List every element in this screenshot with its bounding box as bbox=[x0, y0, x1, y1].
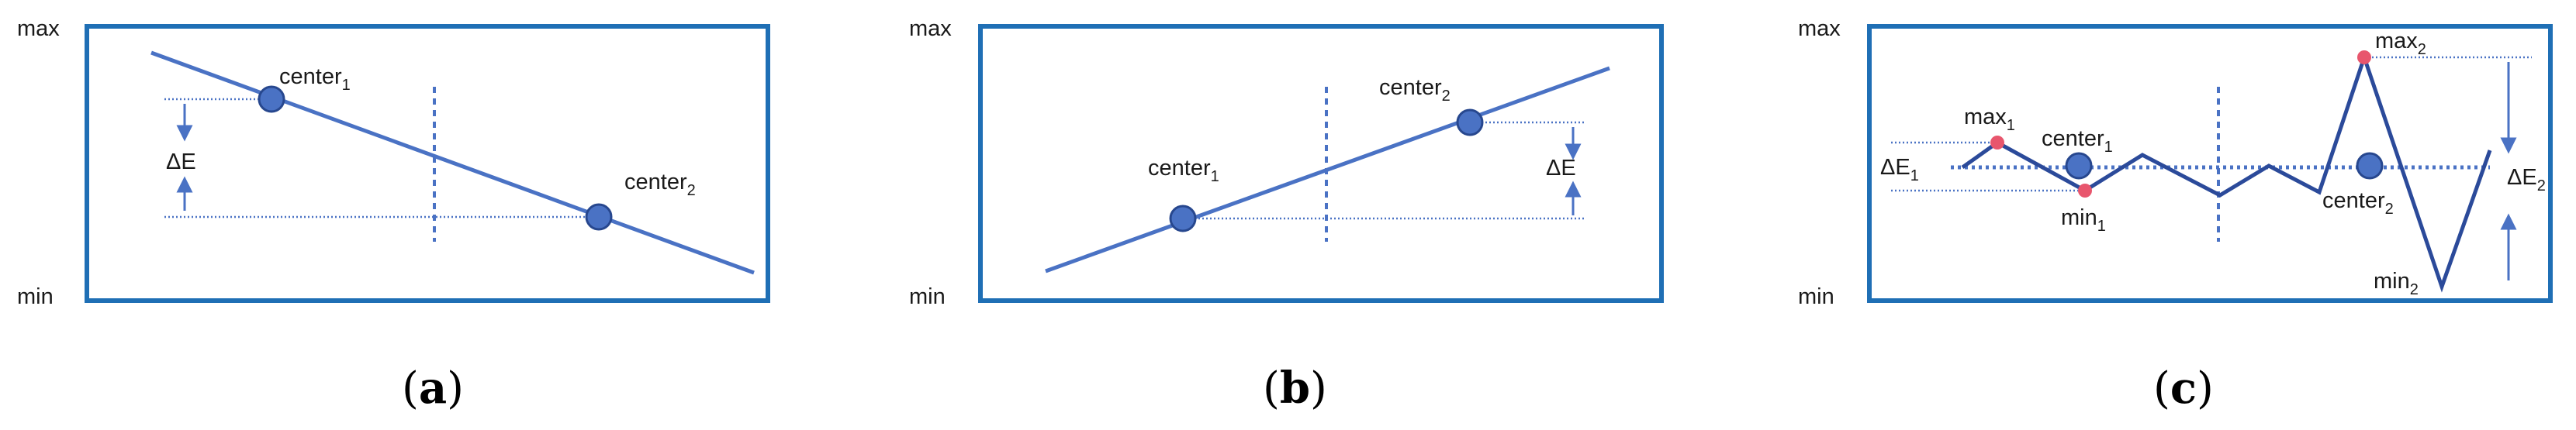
panel-c-max1-marker bbox=[1990, 136, 2004, 150]
panel-c: max min ΔE1 ΔE2 max1 center1 min1 max2 c… bbox=[1798, 16, 2553, 414]
panel-a-center2-label: center2 bbox=[624, 170, 696, 199]
panel-c-min1-label: min1 bbox=[2061, 205, 2106, 235]
panel-c-center1-label: center1 bbox=[2042, 126, 2113, 156]
panel-b: max min ΔE center1 center2 (b) bbox=[909, 16, 1664, 414]
panel-c-max2-marker bbox=[2357, 50, 2371, 64]
panel-c-max1-label: max1 bbox=[1964, 105, 2015, 134]
panel-c-delta2-label: ΔE2 bbox=[2507, 165, 2546, 194]
panel-b-max-label: max bbox=[909, 16, 952, 41]
panel-b-center2-node bbox=[1456, 108, 1484, 136]
panel-c-center2-node bbox=[2356, 152, 2384, 180]
panel-a-delta-label: ΔE bbox=[166, 150, 196, 174]
panel-b-min-label: min bbox=[909, 284, 946, 309]
panel-b-frame bbox=[978, 24, 1664, 303]
panel-a: max min ΔE center1 center2 (a) bbox=[17, 16, 770, 414]
panel-a-trend-line bbox=[150, 50, 755, 275]
panel-b-delta-label: ΔE bbox=[1546, 156, 1576, 181]
panel-c-min2-label: min2 bbox=[2374, 269, 2419, 298]
panel-a-caption: (a) bbox=[402, 363, 464, 414]
panel-b-caption: (b) bbox=[1263, 363, 1327, 414]
panel-a-min-label: min bbox=[17, 284, 54, 309]
panel-c-center2-label: center2 bbox=[2322, 188, 2394, 218]
panel-c-signal-line bbox=[1961, 51, 2492, 293]
panel-a-center1-node bbox=[258, 85, 285, 113]
panel-c-caption: (c) bbox=[2153, 363, 2214, 414]
panel-c-delta1-label: ΔE1 bbox=[1880, 155, 1919, 184]
panel-c-max2-label: max2 bbox=[2375, 29, 2426, 58]
panel-a-frame bbox=[85, 24, 770, 303]
panel-b-center1-node bbox=[1169, 205, 1197, 232]
panel-a-center1-label: center1 bbox=[279, 64, 351, 94]
panel-c-min1-marker bbox=[2078, 184, 2092, 198]
panel-c-frame bbox=[1867, 24, 2553, 303]
panel-c-max-label: max bbox=[1798, 16, 1841, 41]
panel-c-center1-node bbox=[2065, 152, 2093, 180]
panel-a-center2-node bbox=[585, 203, 613, 231]
panel-b-center1-label: center1 bbox=[1148, 156, 1219, 185]
panel-b-trend-line bbox=[1045, 66, 1610, 273]
panel-b-center2-label: center2 bbox=[1379, 75, 1451, 105]
panel-c-min-label: min bbox=[1798, 284, 1834, 309]
panel-a-max-label: max bbox=[17, 16, 60, 41]
